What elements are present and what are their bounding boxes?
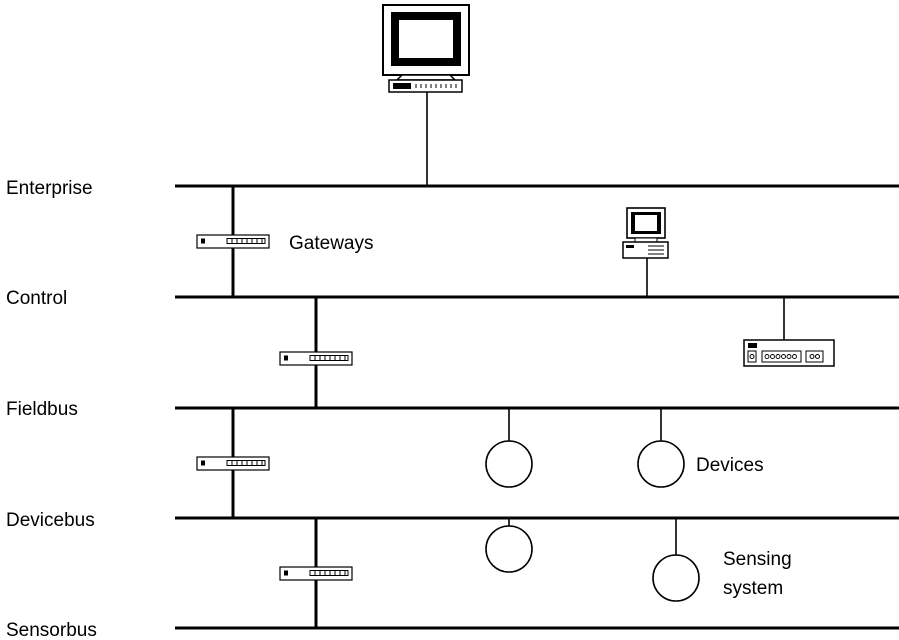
device-circle-icon bbox=[637, 440, 685, 488]
gateway-router-icon bbox=[279, 351, 353, 366]
level-label-sensorbus: Sensorbus bbox=[6, 620, 97, 640]
device-circle-icon bbox=[485, 440, 533, 488]
bus-lines bbox=[175, 184, 899, 630]
device-circle-icon bbox=[652, 554, 700, 602]
level-label-control: Control bbox=[6, 288, 67, 309]
gateway-router-icon bbox=[196, 456, 270, 471]
sensing-system-label-line1: Sensing bbox=[723, 549, 792, 570]
desktop-pc-icon bbox=[622, 207, 669, 259]
level-label-enterprise: Enterprise bbox=[6, 178, 93, 199]
level-label-fieldbus: Fieldbus bbox=[6, 399, 78, 420]
device-circle-icon bbox=[485, 525, 533, 573]
controller-unit-icon bbox=[743, 339, 835, 367]
devices-label: Devices bbox=[696, 455, 764, 476]
level-label-devicebus: Devicebus bbox=[6, 510, 95, 531]
gateway-router-icon bbox=[196, 234, 270, 249]
device-circles bbox=[485, 440, 700, 602]
drop-lines bbox=[426, 92, 785, 557]
gateways-label: Gateways bbox=[289, 233, 373, 254]
gateway-router-icon bbox=[279, 566, 353, 581]
computer-monitor-icon bbox=[382, 4, 470, 93]
sensing-system-label-line2: system bbox=[723, 578, 783, 599]
